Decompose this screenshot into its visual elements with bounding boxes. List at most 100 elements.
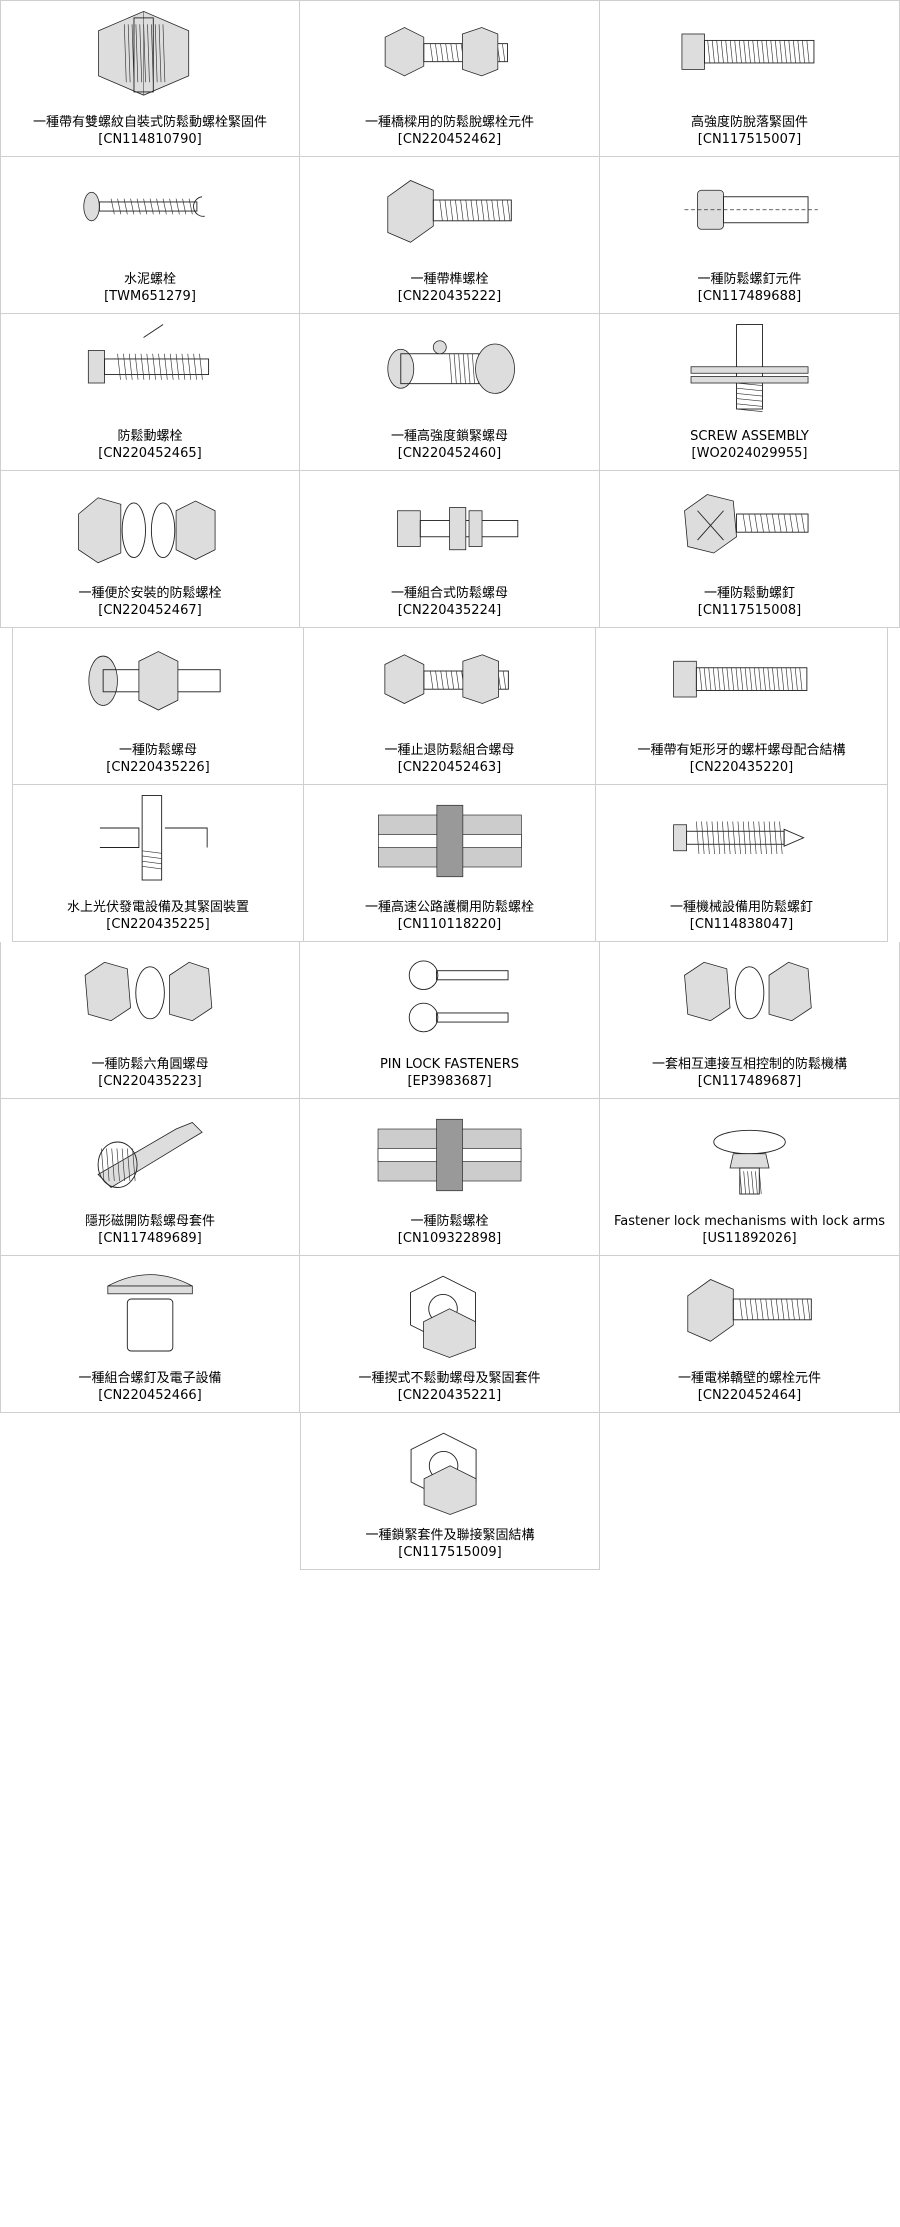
- patent-caption: 水上光伏發電設備及其緊固裝置[CN220435225]: [13, 899, 303, 933]
- patent-title: 一種防鬆螺母: [13, 742, 303, 759]
- patent-caption: 一套相互連接互相控制的防鬆機構[CN117489687]: [600, 1056, 899, 1090]
- patent-row: 隱形磁開防鬆螺母套件[CN117489689]一種防鬆螺栓[CN10932289…: [0, 1099, 900, 1256]
- patent-number: [CN220435220]: [596, 759, 887, 776]
- patent-card[interactable]: 一套相互連接互相控制的防鬆機構[CN117489687]: [600, 942, 900, 1099]
- lock-arm-icon: [600, 1099, 899, 1205]
- patent-number: [WO2024029955]: [600, 445, 899, 462]
- patent-card[interactable]: PIN LOCK FASTENERS[EP3983687]: [300, 942, 600, 1099]
- patent-card[interactable]: 一種防鬆螺栓[CN109322898]: [300, 1099, 600, 1256]
- patent-caption: 隱形磁開防鬆螺母套件[CN117489689]: [1, 1213, 299, 1247]
- patent-card[interactable]: 一種組合式防鬆螺母[CN220435224]: [300, 471, 600, 628]
- patent-caption: 一種止退防鬆組合螺母[CN220452463]: [304, 742, 595, 776]
- patent-caption: 一種防鬆螺釘元件[CN117489688]: [600, 271, 899, 305]
- threaded-rod-icon: [596, 628, 887, 734]
- patent-caption: 一種揳式不鬆動螺母及緊固套件[CN220435221]: [300, 1370, 599, 1404]
- patent-number: [CN114810790]: [1, 131, 299, 148]
- patent-caption: 一種高強度鎖緊螺母[CN220452460]: [300, 428, 599, 462]
- patent-card[interactable]: 一種防鬆螺母[CN220435226]: [12, 628, 304, 785]
- patent-title: 一種高速公路護欄用防鬆螺栓: [304, 899, 595, 916]
- clamp-icon: [13, 785, 303, 891]
- patent-number: [CN117489689]: [1, 1230, 299, 1247]
- patent-card[interactable]: 一種帶榫螺栓[CN220435222]: [300, 157, 600, 314]
- wedge-nut-icon: [300, 1256, 599, 1362]
- patent-title: 一種揳式不鬆動螺母及緊固套件: [300, 1370, 599, 1387]
- patent-number: [CN220435224]: [300, 602, 599, 619]
- patent-title: 一種防鬆動螺釘: [600, 585, 899, 602]
- patent-card[interactable]: SCREW ASSEMBLY[WO2024029955]: [600, 314, 900, 471]
- patent-card[interactable]: 一種機械設備用防鬆螺釘[CN114838047]: [596, 785, 888, 942]
- patent-row: 水上光伏發電設備及其緊固裝置[CN220435225]一種高速公路護欄用防鬆螺栓…: [12, 785, 888, 942]
- patent-caption: 一種橋樑用的防鬆脫螺栓元件[CN220452462]: [300, 114, 599, 148]
- patent-card[interactable]: 隱形磁開防鬆螺母套件[CN117489689]: [0, 1099, 300, 1256]
- patent-card[interactable]: 一種防鬆螺釘元件[CN117489688]: [600, 157, 900, 314]
- patent-caption: 一種便於安裝的防鬆螺栓[CN220452467]: [1, 585, 299, 619]
- patent-number: [EP3983687]: [300, 1073, 599, 1090]
- patent-card[interactable]: 一種帶有雙螺紋自裝式防鬆動螺栓緊固件[CN114810790]: [0, 0, 300, 157]
- patent-card[interactable]: 一種電梯轎壁的螺栓元件[CN220452464]: [600, 1256, 900, 1413]
- patent-number: [US11892026]: [600, 1230, 899, 1247]
- patent-caption: 一種機械設備用防鬆螺釘[CN114838047]: [596, 899, 887, 933]
- patent-row: 一種組合螺釘及電子設備[CN220452466]一種揳式不鬆動螺母及緊固套件[C…: [0, 1256, 900, 1413]
- patent-number: [CN117515009]: [301, 1544, 599, 1561]
- patent-title: 水上光伏發電設備及其緊固裝置: [13, 899, 303, 916]
- patent-caption: PIN LOCK FASTENERS[EP3983687]: [300, 1056, 599, 1090]
- patent-card[interactable]: 水上光伏發電設備及其緊固裝置[CN220435225]: [12, 785, 304, 942]
- patent-title: 一種橋樑用的防鬆脫螺栓元件: [300, 114, 599, 131]
- patent-number: [CN220452466]: [1, 1387, 299, 1404]
- patent-row: 水泥螺栓[TWM651279]一種帶榫螺栓[CN220435222]一種防鬆螺釘…: [0, 157, 900, 314]
- patent-card[interactable]: 一種防鬆動螺釘[CN117515008]: [600, 471, 900, 628]
- screw-assembly-icon: [600, 314, 899, 420]
- patent-title: 一種防鬆螺栓: [300, 1213, 599, 1230]
- section-view-icon: [300, 1099, 599, 1205]
- patent-card[interactable]: 一種高速公路護欄用防鬆螺栓[CN110118220]: [304, 785, 596, 942]
- patent-number: [CN220435222]: [300, 288, 599, 305]
- patent-card[interactable]: 一種橋樑用的防鬆脫螺栓元件[CN220452462]: [300, 0, 600, 157]
- patent-title: Fastener lock mechanisms with lock arms: [600, 1213, 899, 1230]
- patent-card[interactable]: 水泥螺栓[TWM651279]: [0, 157, 300, 314]
- patent-title: 一套相互連接互相控制的防鬆機構: [600, 1056, 899, 1073]
- patent-caption: 防鬆動螺栓[CN220452465]: [1, 428, 299, 462]
- patent-caption: 一種防鬆螺母[CN220435226]: [13, 742, 303, 776]
- patent-caption: 一種帶有矩形牙的螺杆螺母配合結構[CN220435220]: [596, 742, 887, 776]
- exploded-nut-icon: [600, 942, 899, 1048]
- spring-bolt-icon: [1, 314, 299, 420]
- patent-card[interactable]: 一種組合螺釘及電子設備[CN220452466]: [0, 1256, 300, 1413]
- patent-number: [CN117489688]: [600, 288, 899, 305]
- patent-number: [CN220452465]: [1, 445, 299, 462]
- patent-title: 一種止退防鬆組合螺母: [304, 742, 595, 759]
- wedge-nut-icon: [301, 1413, 599, 1519]
- patent-card[interactable]: 一種止退防鬆組合螺母[CN220452463]: [304, 628, 596, 785]
- patent-row: 一種防鬆螺母[CN220435226]一種止退防鬆組合螺母[CN22045246…: [12, 628, 888, 785]
- patent-title: 一種組合螺釘及電子設備: [1, 1370, 299, 1387]
- patent-card[interactable]: 高強度防脫落緊固件[CN117515007]: [600, 0, 900, 157]
- hex-bolt-icon: [300, 157, 599, 263]
- screw-icon: [1, 157, 299, 263]
- patent-card[interactable]: Fastener lock mechanisms with lock arms[…: [600, 1099, 900, 1256]
- lock-nut-icon: [300, 314, 599, 420]
- patent-title: PIN LOCK FASTENERS: [300, 1056, 599, 1073]
- patent-caption: 一種帶有雙螺紋自裝式防鬆動螺栓緊固件[CN114810790]: [1, 114, 299, 148]
- patent-number: [CN114838047]: [596, 916, 887, 933]
- pin-lock-icon: [300, 942, 599, 1048]
- patent-card[interactable]: 一種帶有矩形牙的螺杆螺母配合結構[CN220435220]: [596, 628, 888, 785]
- patent-number: [TWM651279]: [1, 288, 299, 305]
- patent-caption: 一種高速公路護欄用防鬆螺栓[CN110118220]: [304, 899, 595, 933]
- hex-bolt-cutaway-icon: [1, 1, 299, 106]
- patent-card[interactable]: 一種鎖緊套件及聯接緊固結構[CN117515009]: [300, 1413, 600, 1570]
- patent-caption: 水泥螺栓[TWM651279]: [1, 271, 299, 305]
- patent-card[interactable]: 一種揳式不鬆動螺母及緊固套件[CN220435221]: [300, 1256, 600, 1413]
- patent-title: 一種防鬆螺釘元件: [600, 271, 899, 288]
- patent-title: 一種防鬆六角圓螺母: [1, 1056, 299, 1073]
- cross-bolt-icon: [600, 471, 899, 577]
- patent-title: 防鬆動螺栓: [1, 428, 299, 445]
- patent-number: [CN220452463]: [304, 759, 595, 776]
- patent-card[interactable]: 一種防鬆六角圓螺母[CN220435223]: [0, 942, 300, 1099]
- patent-number: [CN109322898]: [300, 1230, 599, 1247]
- patent-card[interactable]: 一種便於安裝的防鬆螺栓[CN220452467]: [0, 471, 300, 628]
- patent-card[interactable]: 一種高強度鎖緊螺母[CN220452460]: [300, 314, 600, 471]
- patent-number: [CN220452464]: [600, 1387, 899, 1404]
- patent-caption: 一種組合螺釘及電子設備[CN220452466]: [1, 1370, 299, 1404]
- patent-card[interactable]: 防鬆動螺栓[CN220452465]: [0, 314, 300, 471]
- patent-title: 一種帶有雙螺紋自裝式防鬆動螺栓緊固件: [1, 114, 299, 131]
